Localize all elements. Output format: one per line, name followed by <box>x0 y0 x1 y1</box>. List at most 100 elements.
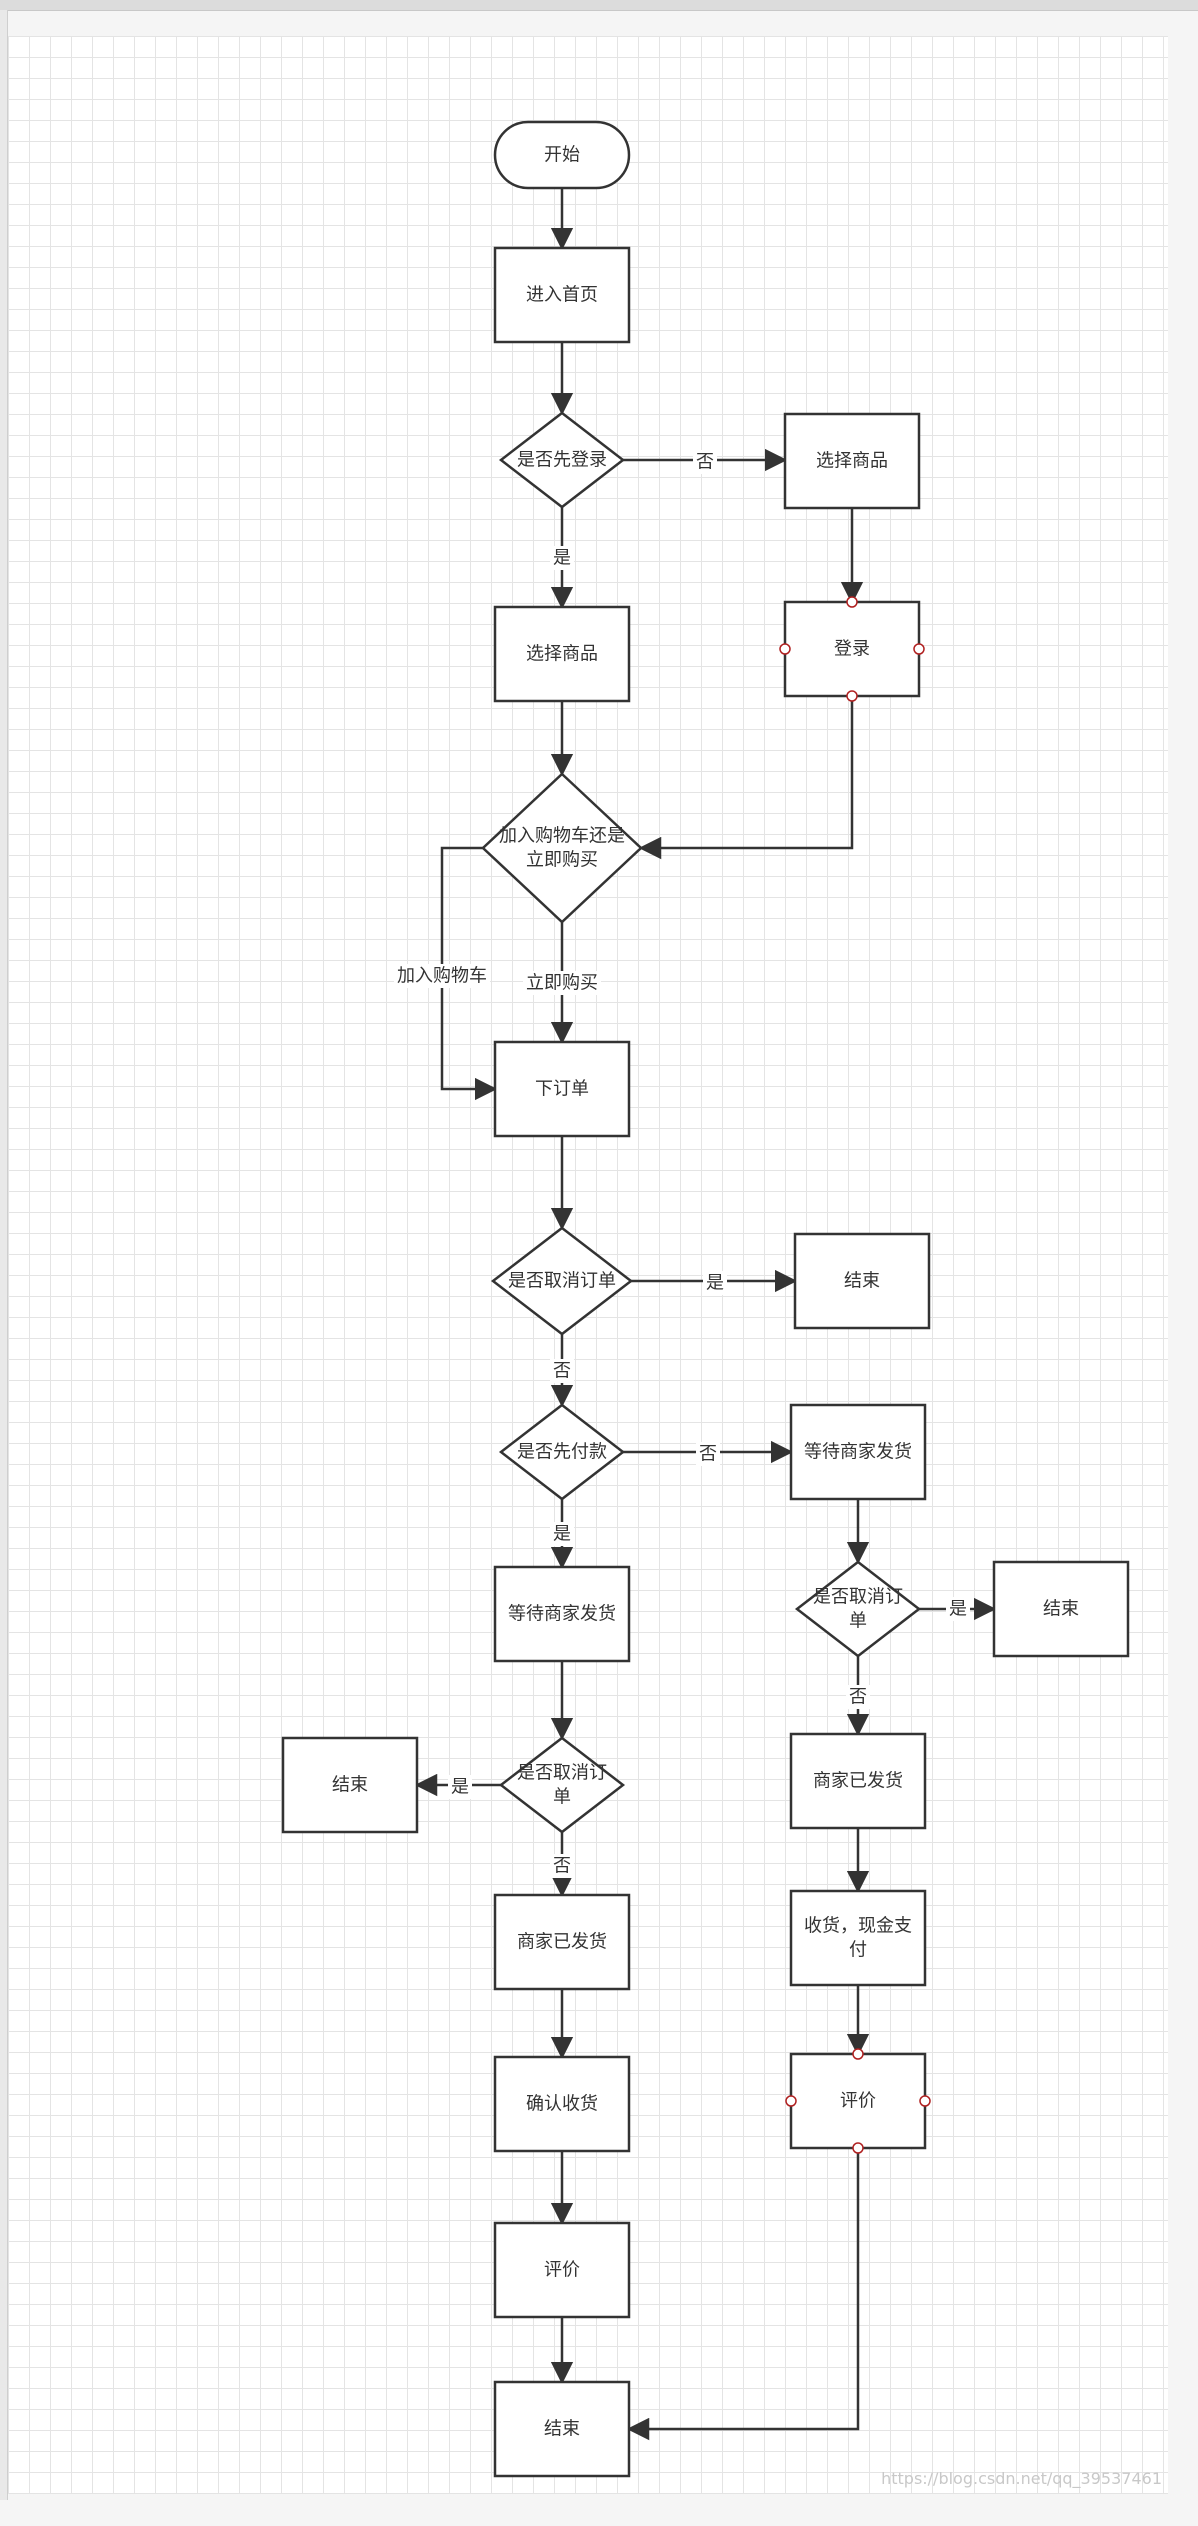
edge-label-buy-now: 立即购买 <box>526 973 598 994</box>
node-pay-first[interactable]: 是否先付款 <box>498 1403 626 1501</box>
wait-ship-right-box <box>789 1403 927 1501</box>
flowchart: 开始进入首页是否先登录选择商品登录选择商品加入购物车还是立即购买下订单是否取消订… <box>281 120 1130 2478</box>
start-pill <box>493 120 631 190</box>
cancel-order-right-diamond <box>794 1560 922 1658</box>
node-cancel-order-1[interactable]: 是否取消订单 <box>490 1226 634 1336</box>
edge-label-bg-cancel-right-no <box>846 1685 870 1709</box>
node-end-final[interactable]: 结束 <box>493 2380 631 2478</box>
edge-label-cancel1-yes: 是 <box>706 1273 724 1294</box>
node-start[interactable]: 开始 <box>493 120 631 190</box>
node-end-left[interactable]: 结束 <box>281 1736 419 1834</box>
watermark: https://blog.csdn.net/qq_39537461 <box>881 2469 1162 2488</box>
end-1-label: 结束 <box>844 1271 880 1292</box>
review-left-label: 评价 <box>544 2260 580 2281</box>
diagram-canvas: 开始进入首页是否先登录选择商品登录选择商品加入购物车还是立即购买下订单是否取消订… <box>8 36 1168 2494</box>
login-handle-bottom[interactable] <box>846 690 858 702</box>
edge-labels: 否是加入购物车立即购买是否否是是否是否 <box>394 450 970 1878</box>
cart-or-buy-label-line-2: 立即购买 <box>526 850 598 871</box>
node-wait-ship-left[interactable]: 等待商家发货 <box>493 1565 631 1663</box>
review-left-box <box>493 2221 631 2319</box>
node-home[interactable]: 进入首页 <box>493 246 631 344</box>
select-right-box <box>783 412 921 510</box>
node-cancel-order-left[interactable]: 是否取消订单 <box>498 1736 626 1834</box>
login-handle-right[interactable] <box>913 643 925 655</box>
review-right-handle-top[interactable] <box>852 2048 864 2060</box>
end-final-label: 结束 <box>544 2419 580 2440</box>
receive-cash-label-line-2: 付 <box>849 1940 867 1961</box>
edge-label-bg-buy-now <box>523 971 601 995</box>
edge-label-login-yes: 是 <box>553 548 571 569</box>
cancel-order-right-label-line-1: 是否取消订 <box>813 1587 903 1608</box>
edge-label-bg-cancel-left-no <box>550 1854 574 1878</box>
review-right-handle-left[interactable] <box>785 2095 797 2107</box>
receive-cash-label-line-1: 收货，现金支 <box>804 1916 912 1937</box>
confirm-receipt-box <box>493 2055 631 2153</box>
shipped-right-box <box>789 1732 927 1830</box>
cart-or-buy-diamond <box>481 772 643 924</box>
end-final-box <box>493 2380 631 2478</box>
node-place-order[interactable]: 下订单 <box>493 1040 631 1138</box>
edge-label-bg-login-yes <box>550 546 574 570</box>
node-login-first[interactable]: 是否先登录 <box>498 411 626 509</box>
review-right-handle-bottom[interactable] <box>852 2142 864 2154</box>
edge-label-bg-pay-yes <box>550 1522 574 1546</box>
node-select-left[interactable]: 选择商品 <box>493 605 631 703</box>
wait-ship-left-box <box>493 1565 631 1663</box>
end-right-box <box>992 1560 1130 1658</box>
select-left-box <box>493 605 631 703</box>
start-label: 开始 <box>544 145 580 166</box>
node-cancel-order-right[interactable]: 是否取消订单 <box>794 1560 922 1658</box>
home-label: 进入首页 <box>526 285 598 306</box>
wait-ship-left-label: 等待商家发货 <box>508 1604 616 1625</box>
edge-label-cancel1-no: 否 <box>553 1361 571 1382</box>
login-handle-left[interactable] <box>779 643 791 655</box>
node-login[interactable]: 登录 <box>783 600 921 698</box>
end-1-box <box>793 1232 931 1330</box>
top-bar <box>0 0 1198 11</box>
login-handle-top[interactable] <box>846 596 858 608</box>
node-review-left[interactable]: 评价 <box>493 2221 631 2319</box>
shipped-left-label: 商家已发货 <box>517 1932 607 1953</box>
shipped-left-box <box>493 1893 631 1991</box>
cancel-order-left-label-line-1: 是否取消订 <box>517 1763 607 1784</box>
edge-label-bg-pay-no <box>696 1442 720 1466</box>
pay-first-diamond <box>498 1403 626 1501</box>
review-right-handle-right[interactable] <box>919 2095 931 2107</box>
end-right-label: 结束 <box>1043 1599 1079 1620</box>
cancel-order-1-diamond <box>490 1226 634 1336</box>
select-left-label: 选择商品 <box>526 644 598 665</box>
node-confirm-receipt[interactable]: 确认收货 <box>493 2055 631 2153</box>
edge-label-cancel-left-no: 否 <box>553 1856 571 1877</box>
connection-handles <box>779 596 931 2154</box>
node-shipped-right[interactable]: 商家已发货 <box>789 1732 927 1830</box>
pay-first-label: 是否先付款 <box>517 1442 607 1463</box>
cancel-order-1-label: 是否取消订单 <box>508 1271 616 1292</box>
edge-label-pay-no: 否 <box>699 1444 717 1465</box>
edge-label-cancel-left-yes: 是 <box>451 1777 469 1798</box>
cancel-order-left-diamond <box>498 1736 626 1834</box>
node-end-1[interactable]: 结束 <box>793 1232 931 1330</box>
edge-label-bg-cancel1-no <box>550 1359 574 1383</box>
edge-label-bg-cancel1-yes <box>703 1271 727 1295</box>
edge-label-cancel-right-no: 否 <box>849 1687 867 1708</box>
edge-label-bg-cancel-right-yes <box>946 1597 970 1621</box>
node-review-right[interactable]: 评价 <box>789 2052 927 2150</box>
node-select-right[interactable]: 选择商品 <box>783 412 921 510</box>
review-right-box <box>789 2052 927 2150</box>
review-right-label: 评价 <box>840 2091 876 2112</box>
node-end-right[interactable]: 结束 <box>992 1560 1130 1658</box>
place-order-label: 下订单 <box>535 1079 589 1100</box>
place-order-box <box>493 1040 631 1138</box>
login-first-diamond <box>498 411 626 509</box>
edge-label-bg-cancel-left-yes <box>448 1775 472 1799</box>
edge-label-pay-yes: 是 <box>553 1524 571 1545</box>
edge-login-to-cart <box>638 696 854 860</box>
node-shipped-left[interactable]: 商家已发货 <box>493 1893 631 1991</box>
edge-label-bg-add-cart <box>394 964 490 988</box>
node-wait-ship-right[interactable]: 等待商家发货 <box>789 1403 927 1501</box>
login-label: 登录 <box>834 639 870 660</box>
end-left-box <box>281 1736 419 1834</box>
shipped-right-label: 商家已发货 <box>813 1771 903 1792</box>
